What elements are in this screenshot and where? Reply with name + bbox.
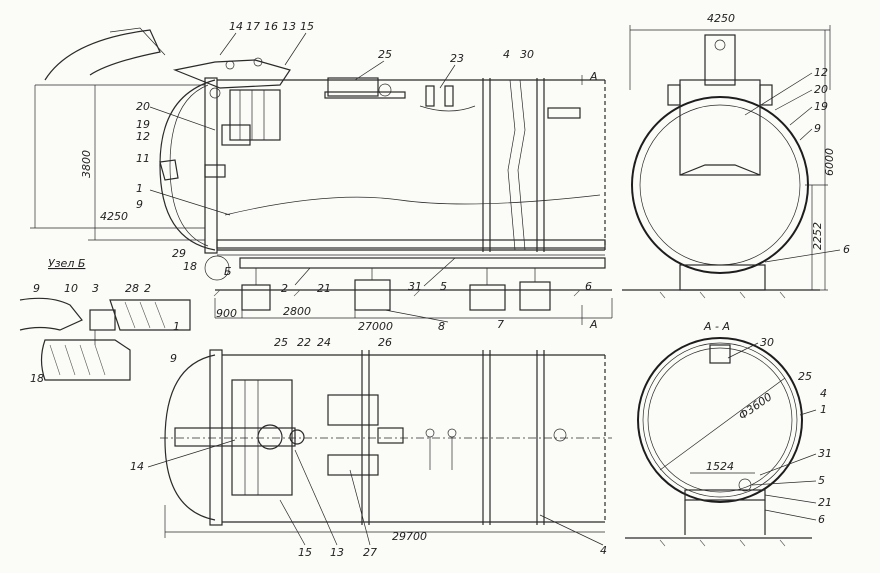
end-label-6: 6 [843,243,850,256]
plan-view [160,349,612,538]
node-label-3: 3 [92,282,99,295]
label-5: 5 [440,280,447,293]
node-label-2: 2 [144,282,151,295]
end-label-19: 19 [814,100,828,113]
label-30: 30 [520,48,534,61]
section-mark-A-top: А [589,70,598,83]
dim-4250-end: 4250 [707,12,735,25]
dim-27000: 27000 [358,320,393,333]
dim-2800: 2800 [283,305,311,318]
label-15: 15 [300,20,314,33]
label-8: 8 [438,320,445,333]
plan-label-15: 15 [298,546,312,559]
supports [241,268,551,311]
plan-label-24: 24 [317,336,331,349]
node-label-28: 28 [125,282,139,295]
plan-label-13: 13 [330,546,344,559]
label-6: 6 [585,280,592,293]
dim-6000: 6000 [823,148,836,176]
end-view [622,25,831,299]
section-label-21: 21 [818,496,832,509]
node-title: Узел Б [48,257,85,270]
label-20: 20 [136,100,150,113]
dim-3800: 3800 [80,150,93,178]
section-label-4: 4 [820,387,827,400]
node-detail: Узел Б [19,257,191,381]
label-14: 14 [229,20,243,33]
plan-label-27: 27 [363,546,377,559]
side-view-dimensions: 3800 4250 900 2800 27000 А А [80,70,598,333]
node-label-1: 1 [173,320,180,333]
section-title: А - А [703,320,730,333]
label-11: 11 [136,152,150,165]
label-19: 19 [136,118,150,131]
label-17: 17 [246,20,260,33]
section-label-30: 30 [760,336,774,349]
label-25: 25 [378,48,392,61]
plan-label-26: 26 [378,336,392,349]
node-label-10: 10 [64,282,78,295]
section-labels: 30 25 4 1 31 5 21 6 Ф3600 1524 [706,336,832,526]
section-label-6: 6 [818,513,825,526]
end-cap-outline [159,79,216,251]
section-label-25: 25 [798,370,812,383]
label-9: 9 [136,198,143,211]
section-label-31: 31 [818,447,832,460]
section-label-1: 1 [820,403,827,416]
dim-2252: 2252 [811,222,824,250]
dim-900: 900 [216,307,237,320]
open-lid-outline [44,29,161,81]
section-mark-A-bottom: А [589,318,598,331]
section-view: А - А [625,320,812,547]
side-view [30,27,613,325]
dim-4250-side: 4250 [100,210,128,223]
label-23: 23 [450,52,464,65]
end-view-labels: 4250 6000 2252 12 20 19 9 6 [707,12,850,263]
label-2: 2 [281,282,288,295]
dim-29700: 29700 [392,530,427,543]
node-labels: 9 10 3 28 2 1 18 [30,282,180,385]
end-label-9: 9 [814,122,821,135]
label-7: 7 [497,318,504,331]
plan-label-25: 25 [274,336,288,349]
label-21: 21 [317,282,331,295]
label-12: 12 [136,130,150,143]
label-16: 16 [264,20,278,33]
end-label-20: 20 [814,83,828,96]
plan-label-9: 9 [170,352,177,365]
dim-diameter: Ф3600 [736,390,774,422]
label-4: 4 [503,48,510,61]
plan-view-labels: 9 25 22 24 26 14 15 13 27 4 29700 [130,336,607,559]
label-1: 1 [136,182,143,195]
plan-label-22: 22 [297,336,311,349]
label-18: 18 [183,260,197,273]
dim-1524: 1524 [706,460,734,473]
plan-end-cap [164,354,216,521]
label-B: Б [224,265,232,278]
label-13: 13 [282,20,296,33]
section-label-5: 5 [818,474,825,487]
plan-label-4: 4 [600,544,607,557]
label-29: 29 [172,247,186,260]
label-31: 31 [408,280,422,293]
node-label-18: 18 [30,372,44,385]
plan-label-14: 14 [130,460,144,473]
node-label-9: 9 [33,282,40,295]
end-label-12: 12 [814,66,828,79]
side-view-labels: 14 17 16 13 15 25 23 4 30 20 19 12 11 1 … [136,20,592,333]
